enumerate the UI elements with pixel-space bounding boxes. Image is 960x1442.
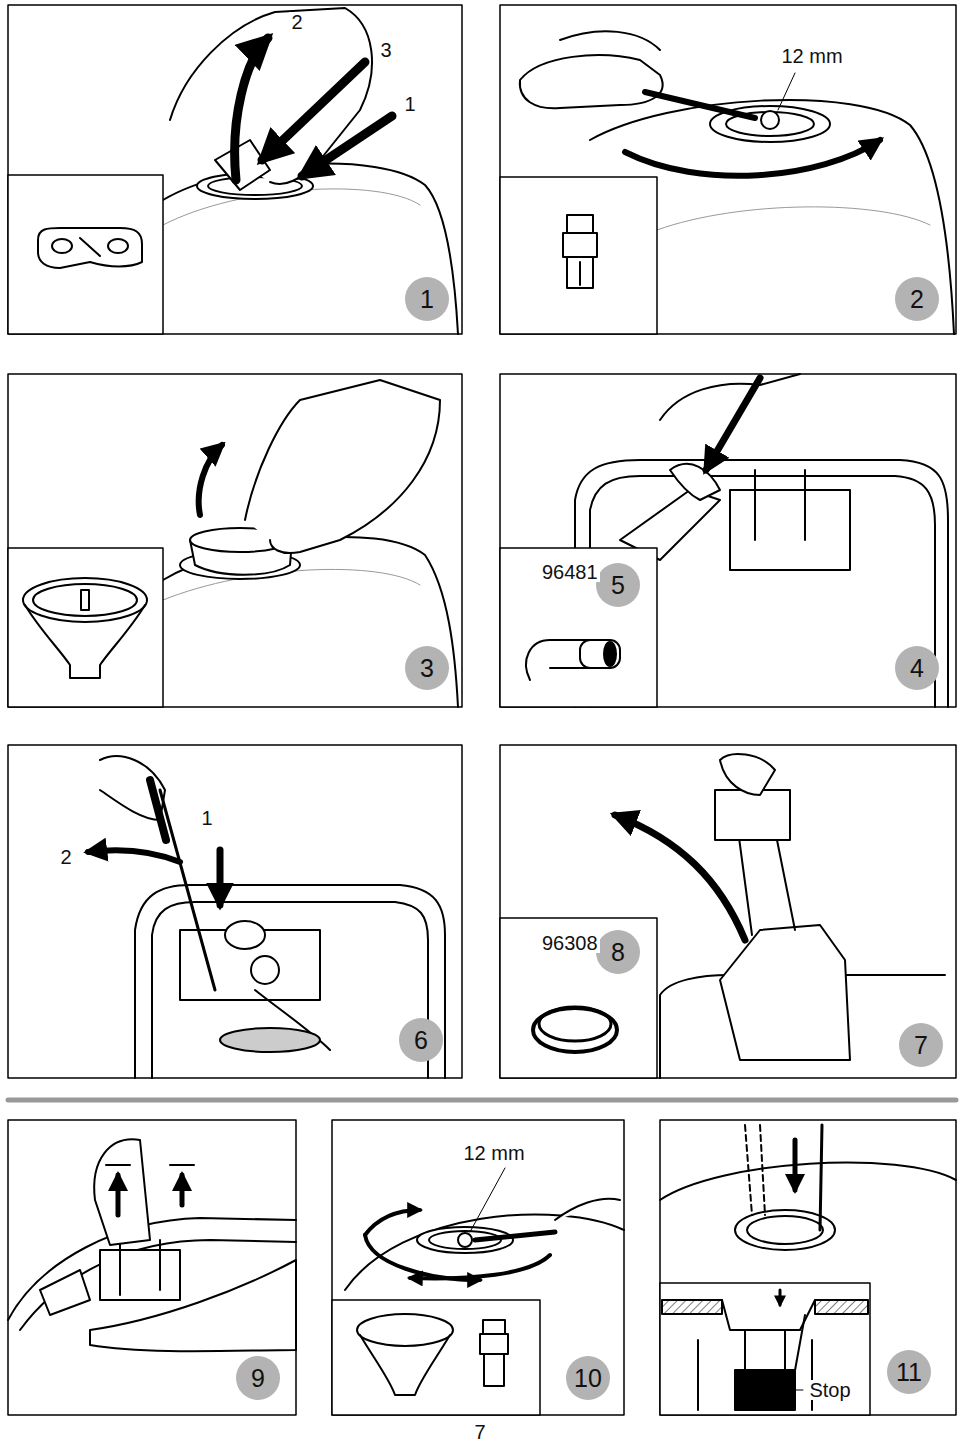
step-number: 9 bbox=[236, 1356, 280, 1400]
step-number: 6 bbox=[399, 1018, 443, 1062]
step-number: 10 bbox=[566, 1356, 610, 1400]
panel-10-art bbox=[332, 1168, 624, 1415]
panel-6-art bbox=[88, 756, 445, 1078]
step-number-text: 8 bbox=[611, 940, 625, 965]
callout-label: 7 bbox=[472, 1422, 487, 1442]
step-number-text: 3 bbox=[420, 656, 434, 681]
step-number-text: 5 bbox=[611, 573, 625, 598]
step-number-text: 2 bbox=[910, 287, 924, 312]
callout-label: 96481 bbox=[540, 562, 600, 582]
callout-label: 12 mm bbox=[461, 1143, 526, 1163]
panel-frames bbox=[8, 5, 956, 1415]
callout-label: 2 bbox=[58, 847, 73, 867]
callout-label: 3 bbox=[378, 40, 393, 60]
step-number-text: 4 bbox=[910, 656, 924, 681]
callout-label: 2 bbox=[289, 12, 304, 32]
step-number-text: 11 bbox=[896, 1360, 922, 1385]
step-number: 5 bbox=[596, 563, 640, 607]
callout-label: 1 bbox=[199, 808, 214, 828]
step-number-text: 1 bbox=[420, 287, 434, 312]
panel-3-art bbox=[8, 380, 458, 707]
panel-7-art bbox=[500, 754, 945, 1078]
step-number: 4 bbox=[895, 646, 939, 690]
callout-label: Stop bbox=[807, 1380, 852, 1400]
callout-label: 96308 bbox=[540, 933, 600, 953]
step-number: 3 bbox=[405, 646, 449, 690]
step-number: 1 bbox=[405, 277, 449, 321]
panel-11-art bbox=[660, 1125, 956, 1415]
step-number-text: 7 bbox=[914, 1033, 928, 1058]
panel-9-art bbox=[8, 1139, 296, 1351]
step-number: 8 bbox=[596, 930, 640, 974]
panel-4-art bbox=[500, 374, 948, 707]
step-number-text: 10 bbox=[574, 1366, 602, 1391]
step-number-text: 6 bbox=[414, 1028, 428, 1053]
step-number: 2 bbox=[895, 277, 939, 321]
panel-2-art bbox=[500, 31, 954, 334]
step-number: 7 bbox=[899, 1023, 943, 1067]
callout-label: 1 bbox=[402, 94, 417, 114]
step-number-text: 9 bbox=[251, 1366, 265, 1391]
callout-label: 12 mm bbox=[779, 46, 844, 66]
panel-1-art bbox=[8, 8, 458, 334]
step-number: 11 bbox=[887, 1350, 931, 1394]
